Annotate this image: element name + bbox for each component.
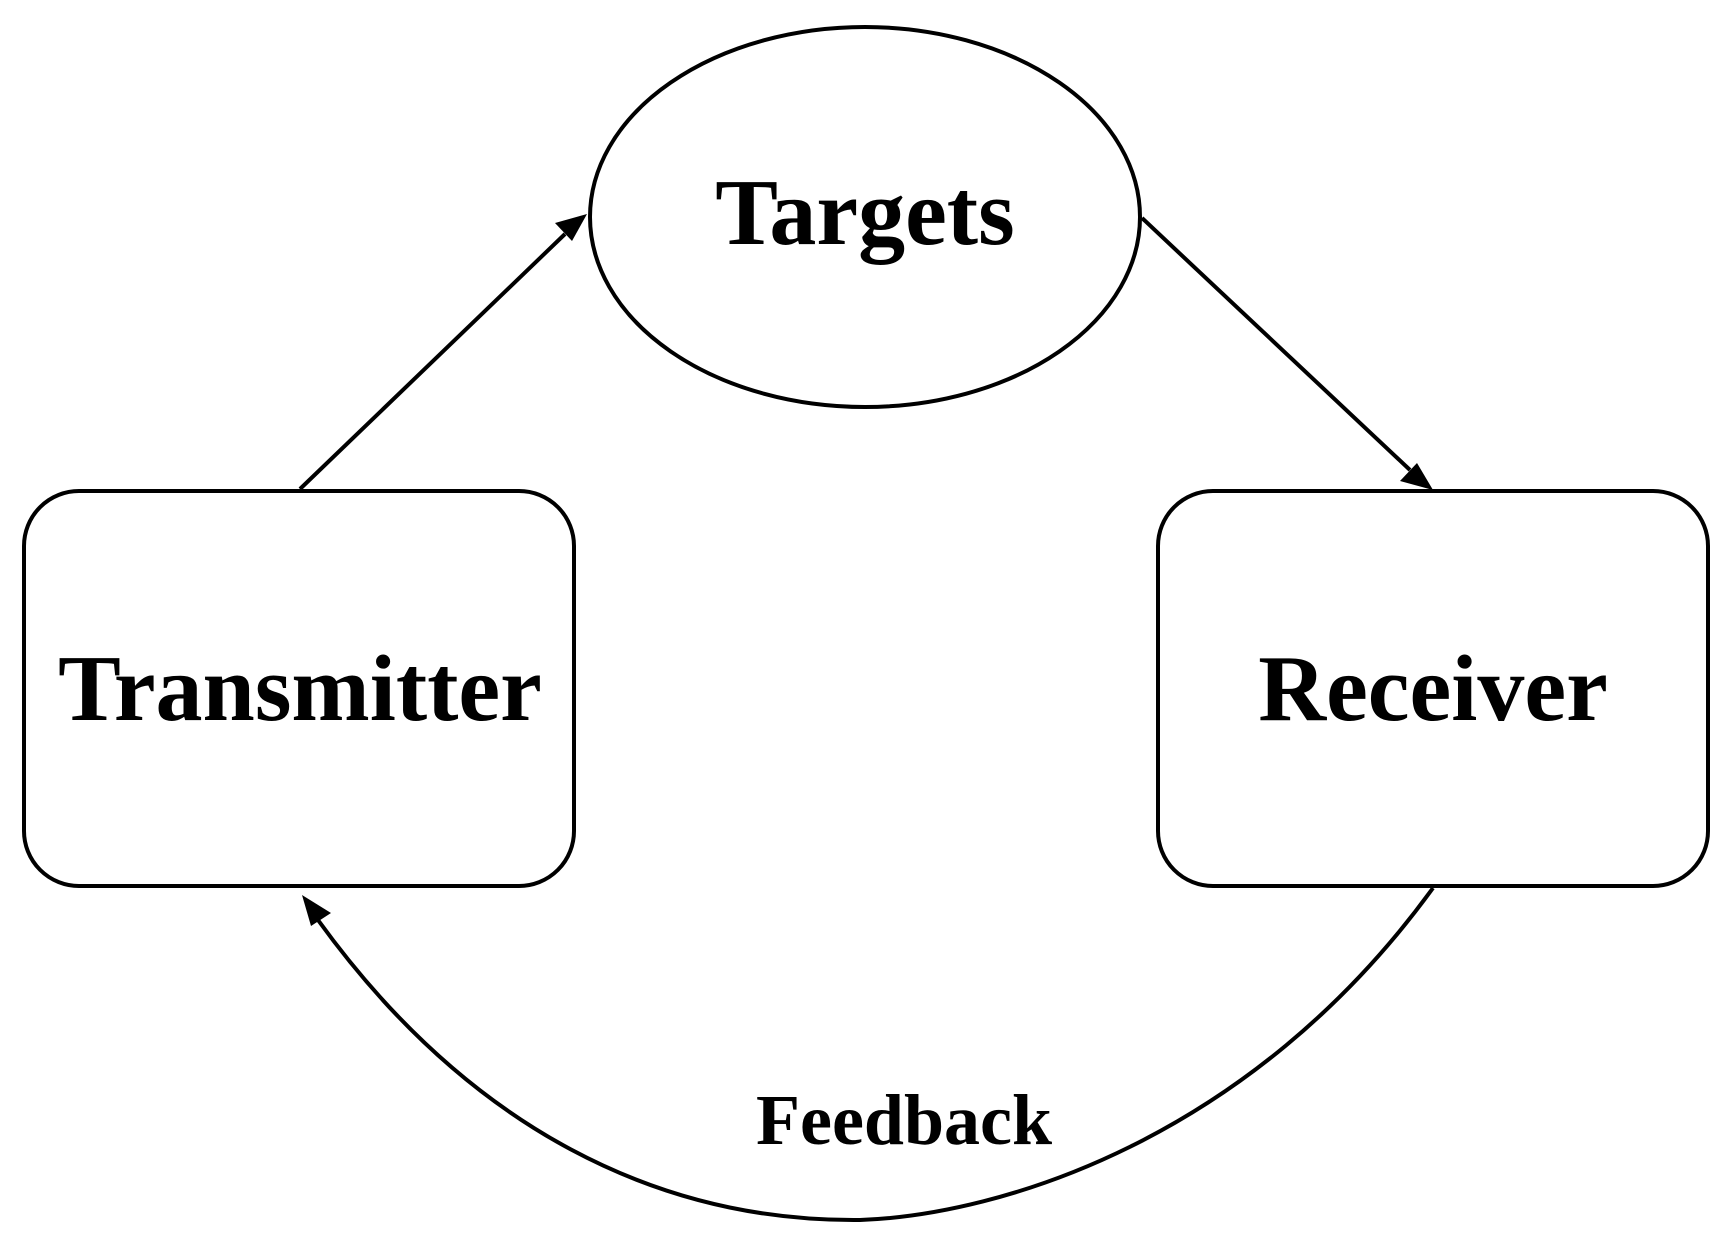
edge-transmitter-to-targets-line (298, 232, 567, 491)
receiver-node: Receiver (1156, 489, 1710, 888)
arrowhead-icon (1400, 463, 1433, 490)
targets-node: Targets (588, 25, 1142, 409)
arrowhead-icon (302, 895, 331, 926)
receiver-box (1156, 489, 1710, 888)
transmitter-node: Transmitter (22, 489, 576, 888)
edge-feedback: Feedback (302, 886, 1435, 1223)
transmitter-box (22, 489, 576, 888)
transmitter-label: Transmitter (58, 637, 542, 741)
edge-transmitter-to-targets (298, 214, 587, 491)
receiver-label: Receiver (1258, 637, 1608, 741)
targets-ellipse (588, 25, 1142, 409)
targets-label: Targets (715, 161, 1014, 265)
feedback-label: Feedback (756, 1080, 1052, 1160)
edge-feedback-curve (316, 886, 1435, 1223)
arrowhead-icon (555, 214, 587, 241)
edge-targets-to-receiver (1140, 216, 1433, 490)
edge-targets-to-receiver-line (1140, 216, 1412, 472)
